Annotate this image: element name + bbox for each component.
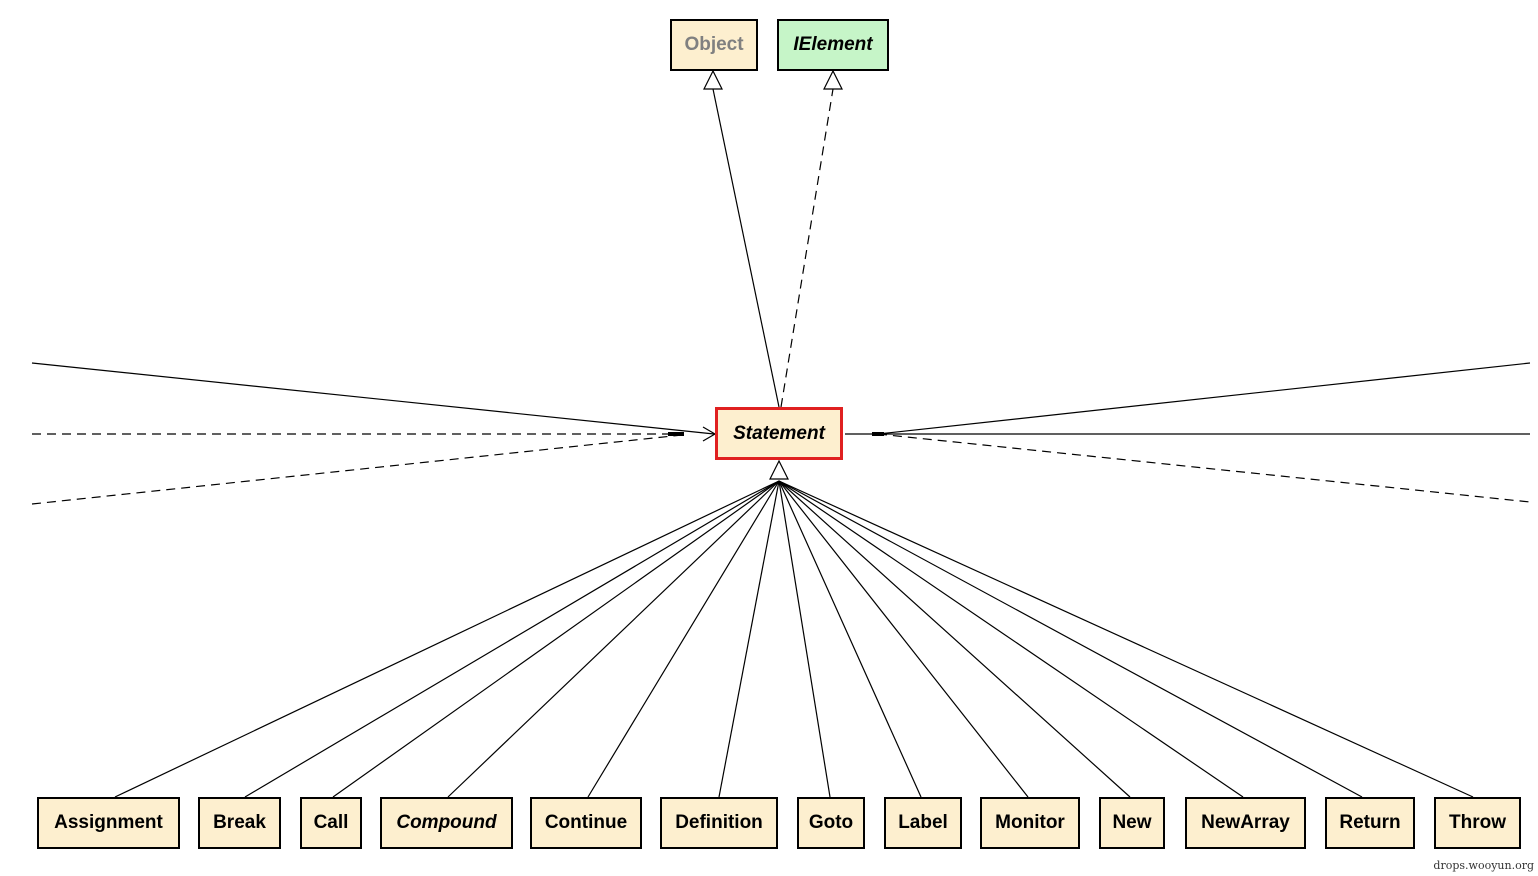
edge-statement-ielement <box>780 88 834 408</box>
edge-monitor-statement <box>778 480 1029 798</box>
class-break[interactable]: Break <box>198 797 281 849</box>
association-end-marker-right <box>872 432 884 436</box>
class-assignment[interactable]: Assignment <box>37 797 180 849</box>
edge-throw-statement <box>778 480 1474 798</box>
edge-statement-object <box>712 88 780 408</box>
inheritance-arrow-statement <box>769 459 789 480</box>
edge-label-statement <box>778 480 922 798</box>
class-definition[interactable]: Definition <box>660 797 778 849</box>
watermark: drops.wooyun.org <box>1433 859 1534 872</box>
interface-ielement[interactable]: IElement <box>777 19 889 71</box>
edge-right-dashed <box>877 433 1531 503</box>
edge-call-statement <box>332 480 780 798</box>
class-monitor[interactable]: Monitor <box>980 797 1080 849</box>
class-statement[interactable]: Statement <box>715 407 843 460</box>
class-object[interactable]: Object <box>670 19 758 71</box>
edge-left-solid <box>31 362 715 435</box>
edge-newarray-statement <box>778 480 1244 798</box>
edge-continue-statement <box>587 480 780 798</box>
class-call[interactable]: Call <box>300 797 362 849</box>
realization-arrow-ielement <box>823 69 843 90</box>
edge-right-solid <box>877 362 1531 435</box>
class-continue[interactable]: Continue <box>530 797 642 849</box>
class-return[interactable]: Return <box>1325 797 1415 849</box>
edge-goto-statement <box>778 480 831 798</box>
edge-definition-statement <box>718 480 780 798</box>
class-goto[interactable]: Goto <box>797 797 865 849</box>
association-end-marker-left <box>668 432 684 436</box>
edge-return-statement <box>778 480 1363 798</box>
class-newarray[interactable]: NewArray <box>1185 797 1306 849</box>
edge-left-dashed-lower <box>31 434 683 505</box>
class-label[interactable]: Label <box>884 797 962 849</box>
edge-new-statement <box>778 480 1131 798</box>
class-new[interactable]: New <box>1099 797 1165 849</box>
class-throw[interactable]: Throw <box>1434 797 1521 849</box>
edge-assignment-statement <box>114 480 780 798</box>
edge-compound-statement <box>447 480 780 798</box>
inheritance-arrow-object <box>703 69 723 90</box>
class-compound[interactable]: Compound <box>380 797 513 849</box>
edge-break-statement <box>244 480 780 798</box>
edges-layer <box>31 69 1531 798</box>
